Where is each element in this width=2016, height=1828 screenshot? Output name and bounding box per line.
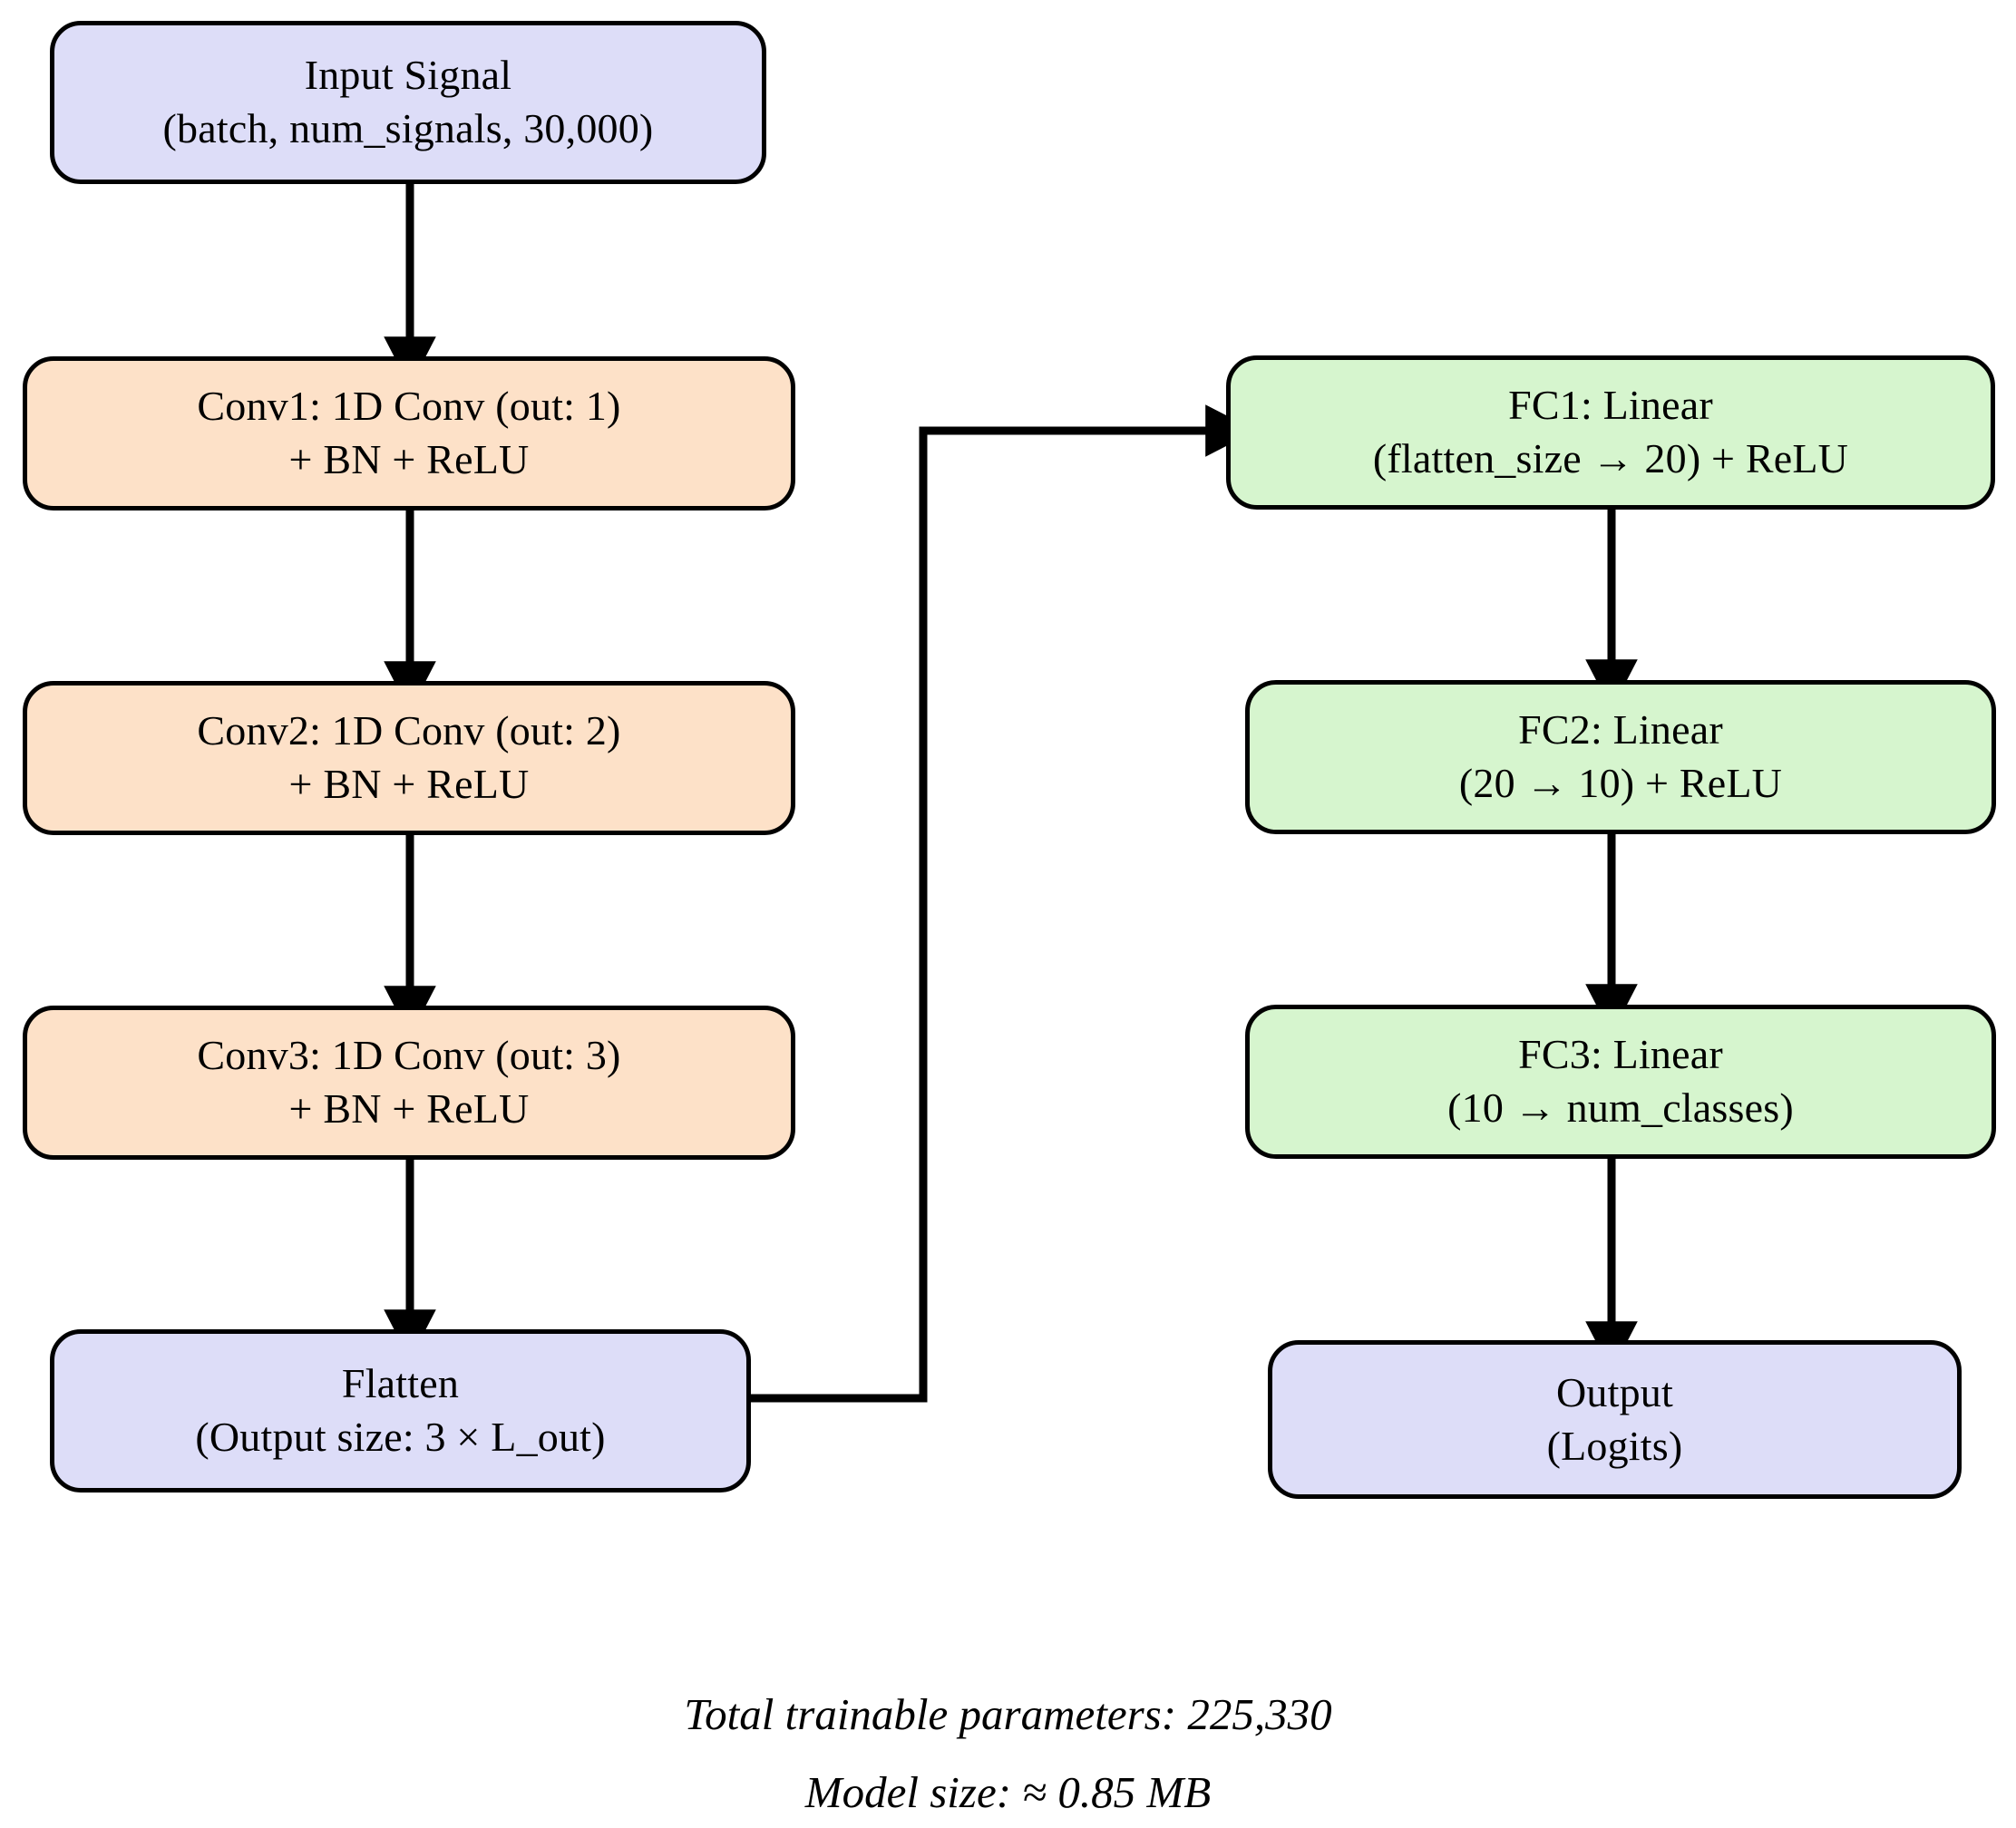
caption-model-size: Model size: ≈ 0.85 MB [804,1767,1212,1817]
caption-total-parameters: Total trainable parameters: 225,330 [684,1689,1332,1739]
node-conv3-line1: Conv3: 1D Conv (out: 3) [197,1032,621,1079]
node-fc1-line1: FC1: Linear [1508,382,1713,429]
node-conv2-line1: Conv2: 1D Conv (out: 2) [197,707,621,754]
node-output-line2: (Logits) [1546,1422,1683,1469]
node-fc2-line2: (20 → 10) + ReLU [1458,760,1783,806]
node-conv3-line2: + BN + ReLU [288,1085,530,1132]
node-output[interactable]: Output (Logits) [1268,1340,1962,1499]
node-fc1[interactable]: FC1: Linear (flatten_size → 20) + ReLU [1226,355,1995,510]
node-flatten-line1: Flatten [341,1360,460,1407]
node-fc3-line1: FC3: Linear [1518,1031,1723,1078]
node-conv1-line2: + BN + ReLU [288,436,530,482]
node-conv1-line1: Conv1: 1D Conv (out: 1) [197,383,621,430]
node-fc2-line1: FC2: Linear [1518,706,1723,754]
node-output-line1: Output [1556,1368,1673,1415]
node-input-signal-line2: (batch, num_signals, 30,000) [162,105,654,151]
node-flatten[interactable]: Flatten (Output size: 3 × L_out) [50,1329,751,1493]
node-conv3[interactable]: Conv3: 1D Conv (out: 3) + BN + ReLU [23,1006,795,1160]
node-conv2[interactable]: Conv2: 1D Conv (out: 2) + BN + ReLU [23,681,795,835]
edge-flatten-to-fc1 [751,404,1256,1403]
node-conv2-line2: + BN + ReLU [288,761,530,807]
node-input-signal-line1: Input Signal [304,52,512,99]
node-flatten-line2: (Output size: 3 × L_out) [195,1414,606,1460]
node-fc3-line2: (10 → num_classes) [1447,1084,1794,1131]
node-fc1-line2: (flatten_size → 20) + ReLU [1372,435,1849,481]
node-fc3[interactable]: FC3: Linear (10 → num_classes) [1245,1005,1996,1159]
node-conv1[interactable]: Conv1: 1D Conv (out: 1) + BN + ReLU [23,356,795,510]
node-fc2[interactable]: FC2: Linear (20 → 10) + ReLU [1245,680,1996,834]
node-input-signal[interactable]: Input Signal (batch, num_signals, 30,000… [50,21,766,184]
